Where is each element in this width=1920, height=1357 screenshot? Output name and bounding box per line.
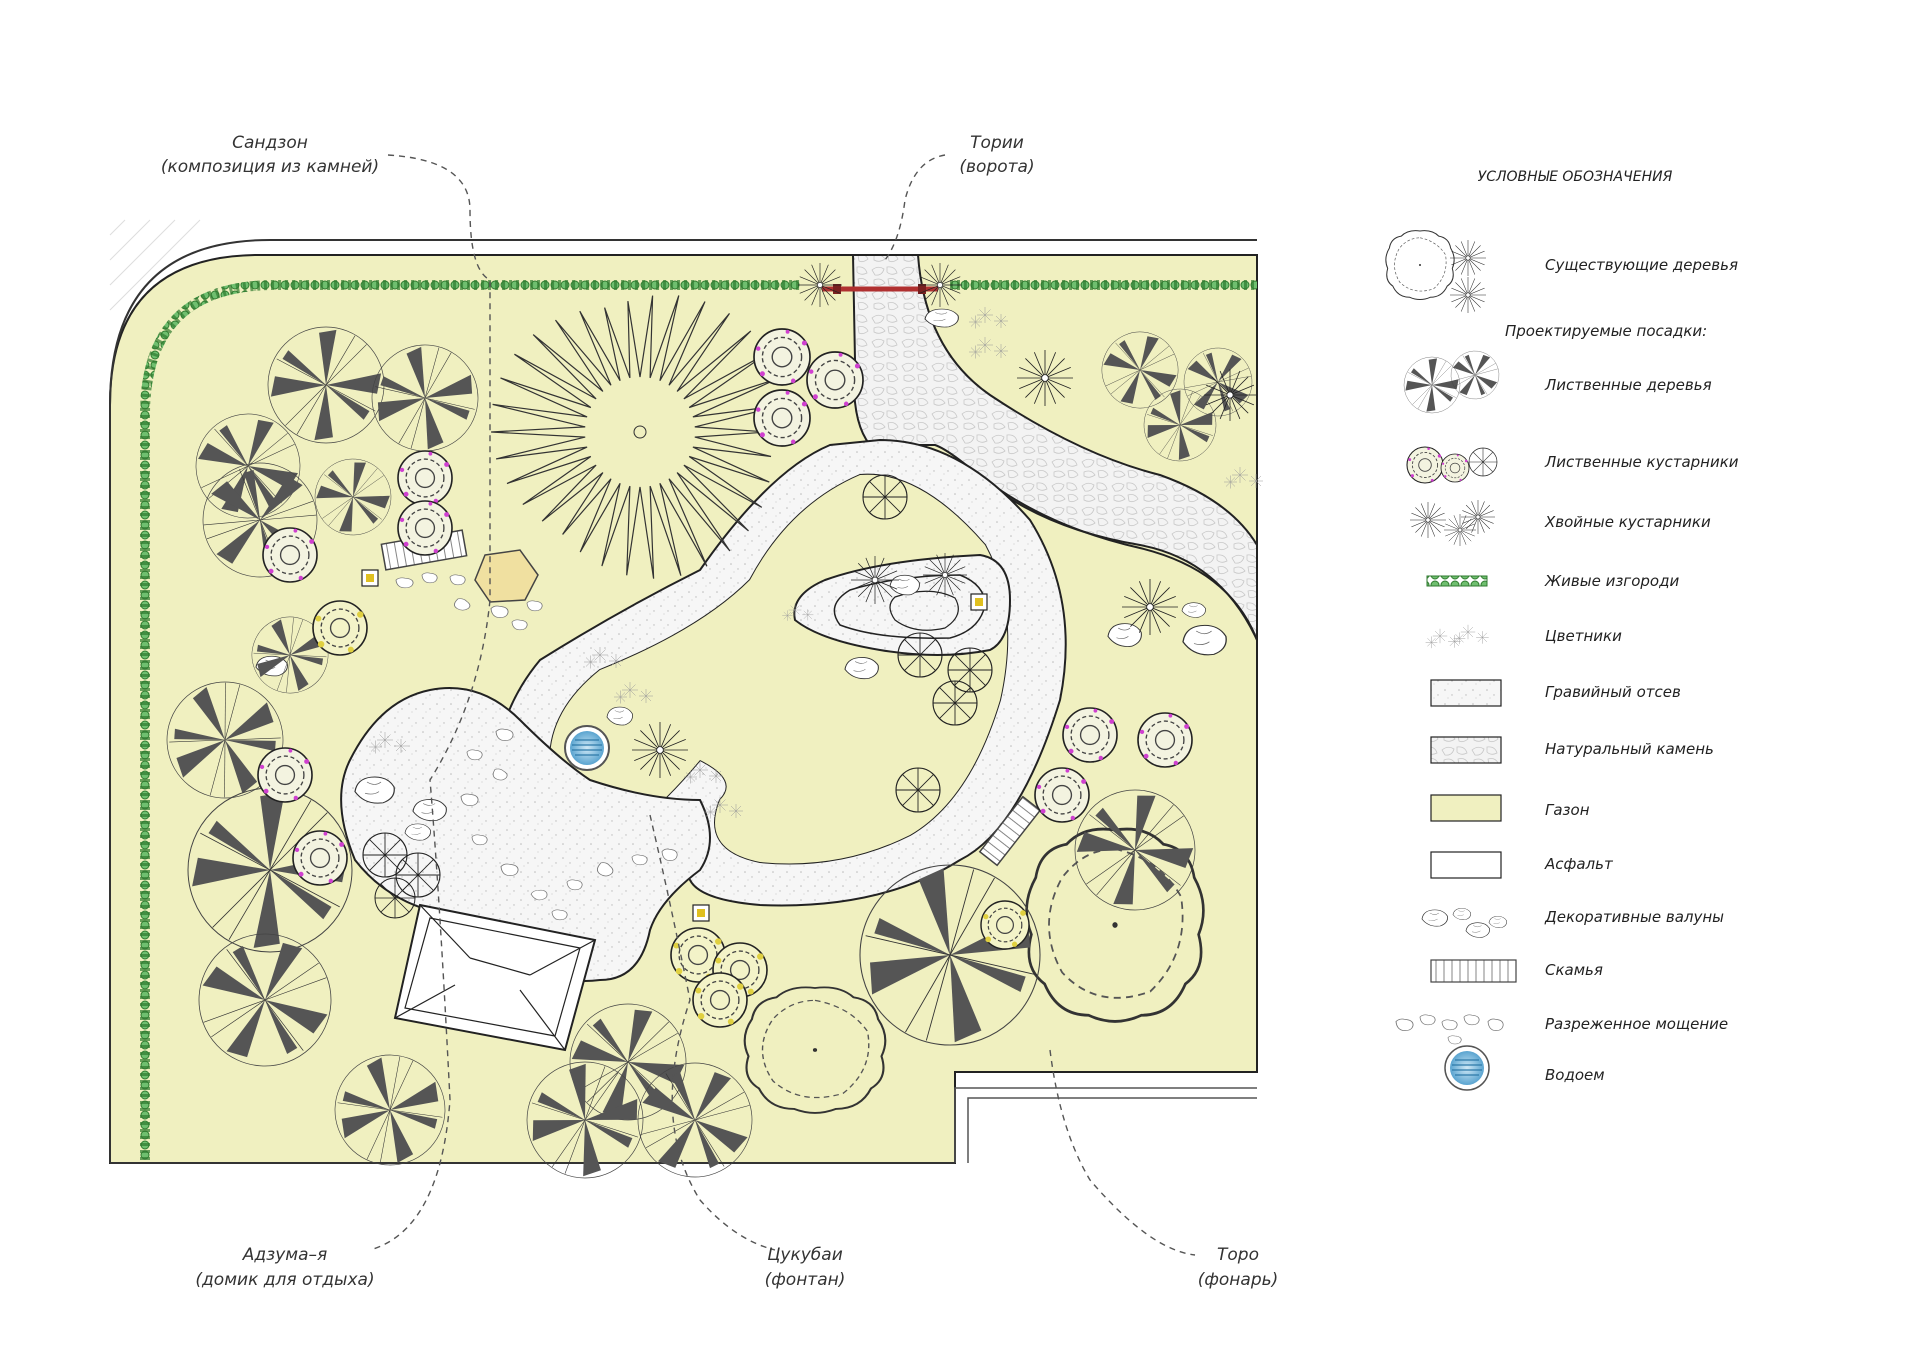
- annotation-azumaya-subtitle: (домик для отдыха): [195, 1270, 374, 1290]
- annotation-sandzon-subtitle: (композиция из камней): [161, 157, 379, 177]
- toro-lantern: [361, 569, 988, 922]
- annotation-azumaya-title: Адзума–я: [242, 1245, 327, 1265]
- legend-title: УСЛОВНЫЕ ОБОЗНАЧЕНИЯ: [1478, 169, 1673, 185]
- legend-label-deciduous-trees: Лиственные деревья: [1544, 376, 1712, 394]
- tsukubai-pond: [564, 725, 610, 771]
- legend-symbol-existing-trees: [1386, 231, 1487, 313]
- legend-symbol-deciduous-trees: [1404, 342, 1508, 413]
- rock-garden-bed: [793, 553, 1012, 656]
- stone-path-lower-edge: [999, 489, 1258, 641]
- annotation-toro-subtitle: (фонарь): [1198, 1270, 1279, 1290]
- sandzon-boulder-yellow: [474, 549, 539, 603]
- leader-lines: [369, 154, 1196, 1256]
- annotation-tsukubai: Цукубаи (фонтан): [765, 1245, 846, 1290]
- legend-label-bench: Скамья: [1545, 961, 1603, 979]
- legend-label-pond: Водоем: [1545, 1066, 1605, 1084]
- legend-symbol-natural-stone: [1430, 736, 1502, 764]
- annotation-toro: Торо (фонарь): [1198, 1245, 1279, 1290]
- legend-subheading: Проектируемые посадки:: [1505, 322, 1707, 340]
- annotation-sandzon-title: Сандзон: [232, 133, 308, 153]
- legend-symbol-flowerbeds: [1425, 624, 1489, 649]
- legend-label-existing-trees: Существующие деревья: [1545, 256, 1738, 274]
- legend-symbol-boulders: [1421, 908, 1507, 938]
- legend-symbol-sparse-paving: [1395, 1014, 1504, 1045]
- legend-label-natural-stone: Натуральный камень: [1545, 740, 1714, 758]
- rock-garden-core: [889, 590, 959, 631]
- hedge-outline: [140, 280, 1257, 1160]
- legend-label-conifer-shrubs: Хвойные кустарники: [1544, 513, 1711, 531]
- annotation-torii-subtitle: (ворота): [959, 157, 1034, 177]
- annotation-torii-title: Тории: [970, 133, 1024, 153]
- building-edge: [954, 1087, 1257, 1163]
- legend-symbol-bench: [1430, 959, 1517, 983]
- legend-label-hedges: Живые изгороди: [1544, 572, 1679, 590]
- annotation-toro-title: Торо: [1217, 1245, 1259, 1265]
- legend-symbol-hedges: [1426, 575, 1488, 587]
- sun-ray-outline: [491, 295, 783, 579]
- legend-label-boulders: Декоративные валуны: [1544, 908, 1724, 926]
- annotation-tsukubai-title: Цукубаи: [767, 1245, 843, 1265]
- annotation-azumaya: Адзума–я (домик для отдыха): [195, 1245, 374, 1290]
- site-boundary-line: [109, 239, 1257, 1163]
- large-conifer-sun: [491, 295, 783, 579]
- rock-garden-inner: [833, 574, 986, 639]
- legend-symbol-conifer-shrubs: [1409, 499, 1496, 547]
- legend-label-sparse-paving: Разреженное мощение: [1545, 1015, 1728, 1033]
- legend-label-gravel: Гравийный отсев: [1545, 683, 1681, 701]
- azumaya-pavilion: [393, 903, 597, 1052]
- site-boundary-hatch: [109, 219, 201, 311]
- legend: УСЛОВНЫЕ ОБОЗНАЧЕНИЯ Существующие деревь…: [1386, 169, 1739, 1091]
- legend-label-flowerbeds: Цветники: [1545, 627, 1622, 645]
- legend-symbol-pond: [1444, 1045, 1490, 1091]
- legend-label-lawn: Газон: [1545, 801, 1590, 819]
- legend-symbol-lawn: [1430, 794, 1502, 822]
- torii-gate: [822, 284, 938, 294]
- annotation-sandzon: Сандзон (композиция из камней): [161, 133, 379, 177]
- annotation-tsukubai-subtitle: (фонтан): [765, 1270, 846, 1290]
- legend-label-asphalt: Асфальт: [1544, 855, 1614, 873]
- legend-label-deciduous-shrubs: Лиственные кустарники: [1544, 453, 1739, 471]
- legend-symbol-deciduous-shrubs: [1407, 447, 1498, 483]
- legend-symbol-gravel: [1430, 679, 1502, 707]
- legend-symbol-asphalt: [1430, 851, 1502, 879]
- annotation-torii: Тории (ворота): [959, 133, 1034, 177]
